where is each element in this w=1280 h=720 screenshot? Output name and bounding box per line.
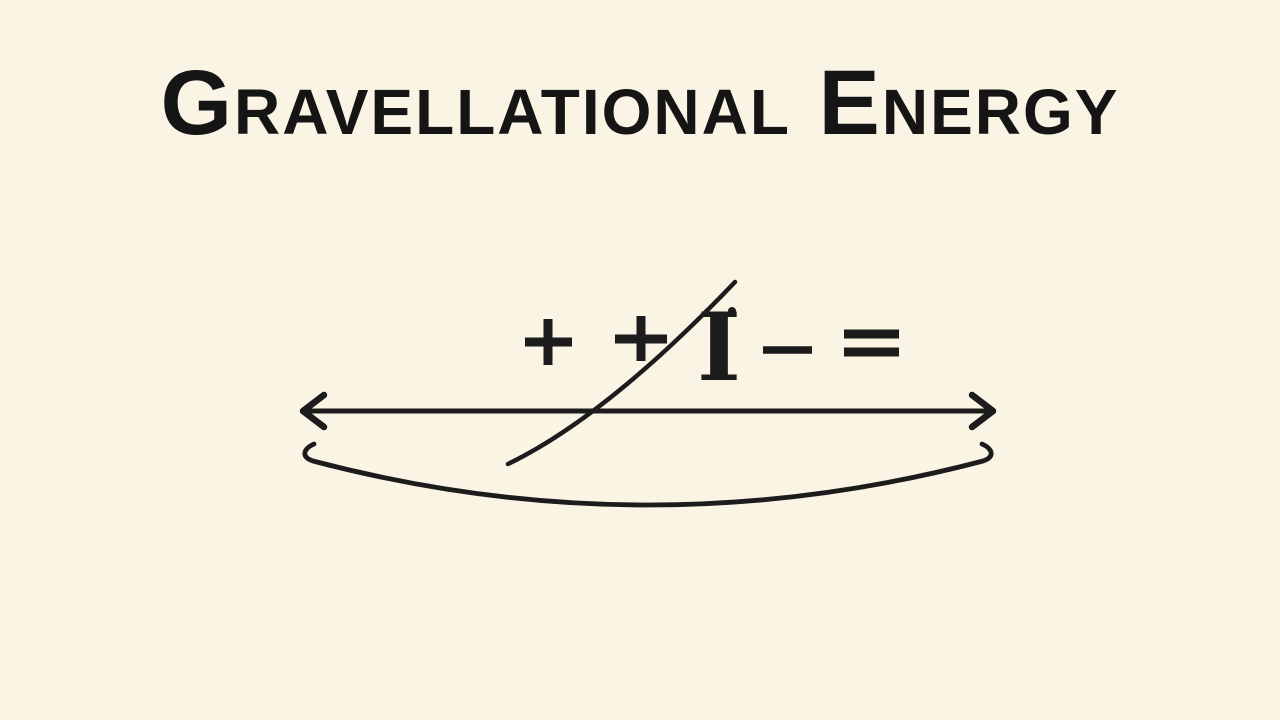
plus-sign-1-icon [525, 319, 572, 365]
arrow-right-head-icon [968, 391, 997, 431]
plus-sign-2-icon [615, 316, 667, 361]
equals-sign-icon [844, 329, 899, 357]
smile-arc [302, 441, 994, 508]
diagonal-curve [505, 279, 738, 467]
small-dot-icon [728, 307, 736, 315]
arrow-left-head-icon [299, 391, 328, 431]
page-title: Gravellational Energy [160, 52, 1120, 154]
